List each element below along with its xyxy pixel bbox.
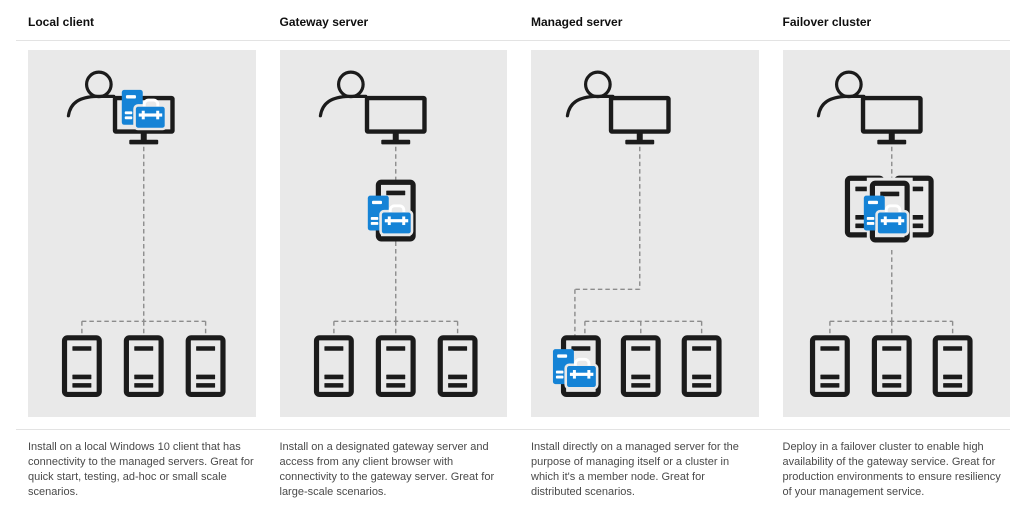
local-client-diagram [28, 70, 256, 417]
panel-failover-cluster [782, 50, 1011, 417]
managed-server-diagram [551, 70, 759, 417]
server-icon [316, 338, 351, 395]
panel-managed-server [531, 50, 759, 417]
user-icon [565, 70, 615, 118]
connection-dashes [81, 146, 207, 337]
user-icon [66, 70, 116, 118]
column-title-managed-server: Managed server [531, 15, 623, 29]
server-icon [935, 338, 970, 395]
monitor-icon [611, 98, 668, 144]
panel-gateway-server [279, 50, 508, 417]
server-icon [623, 338, 658, 395]
gateway-icon [120, 88, 168, 131]
user-icon [816, 70, 865, 118]
server-icon [188, 338, 223, 395]
server-icon [874, 338, 909, 395]
column-descriptions: Install on a local Windows 10 client tha… [28, 440, 1010, 500]
server-icon [440, 338, 475, 395]
server-icon [812, 338, 847, 395]
description-gateway-server: Install on a designated gateway server a… [279, 441, 495, 498]
user-icon [318, 70, 367, 118]
gateway-server-diagram [280, 70, 508, 417]
description-local-client: Install on a local Windows 10 client tha… [28, 441, 254, 498]
diagram-panels [28, 50, 1010, 417]
column-title-local-client: Local client [28, 15, 95, 29]
failover-cluster-diagram [783, 70, 1011, 417]
column-title-failover-cluster: Failover cluster [782, 15, 872, 29]
description-failover-cluster: Deploy in a failover cluster to enable h… [782, 441, 1001, 498]
connection-dashes [828, 146, 953, 337]
cluster-icon [847, 178, 931, 248]
server-icon [65, 338, 100, 395]
connection-dashes [332, 146, 458, 337]
panel-local-client [28, 50, 256, 417]
bottom-divider [16, 429, 1010, 430]
description-managed-server: Install directly on a managed server for… [531, 441, 739, 498]
monitor-icon [367, 98, 424, 144]
server-icon [378, 338, 413, 395]
server-icon [126, 338, 161, 395]
connection-dashes [574, 146, 703, 337]
column-title-gateway-server: Gateway server [279, 15, 369, 29]
monitor-icon [863, 98, 920, 144]
top-divider [16, 40, 1010, 41]
server-icon [684, 338, 719, 395]
column-titles: Local client Gateway server Managed serv… [28, 14, 1010, 30]
